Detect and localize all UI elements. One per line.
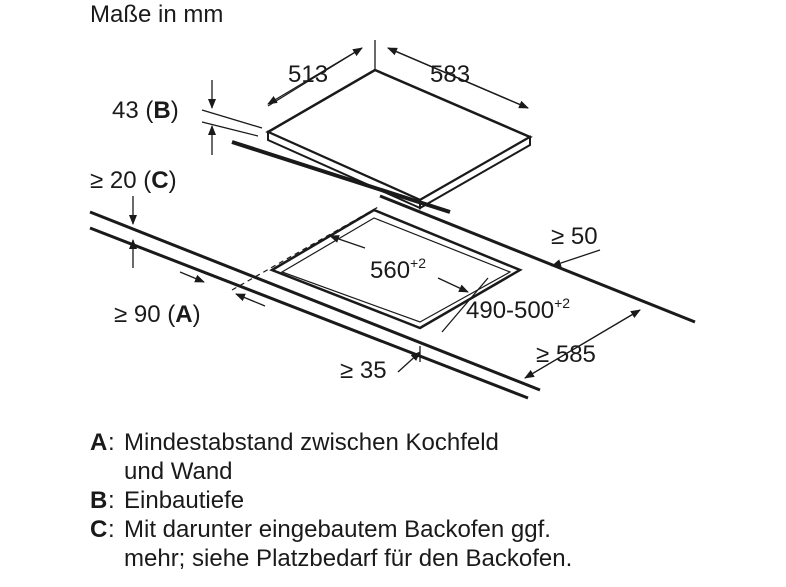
worktop-depth-dimension: [524, 309, 641, 379]
clearance-label: ≥ 20 (C): [90, 167, 177, 194]
legend-text-b: Einbautiefe: [124, 487, 245, 514]
legend-item-c: C: Mit darunter eingebautem Backofen ggf…: [90, 516, 551, 543]
cooktop-dimensions: [267, 40, 529, 109]
right-margin-dimension: [551, 249, 601, 267]
legend-key-c: C: [90, 516, 108, 543]
height-dimension: [201, 80, 263, 155]
worktop-depth-label: ≥ 585: [536, 341, 596, 368]
legend-text-c-1: Mit darunter eingebautem Backofen ggf.: [124, 516, 551, 543]
units-title: Maße in mm: [90, 1, 223, 28]
height-label: 43 (B): [112, 97, 179, 124]
legend-key-b: B: [90, 487, 108, 514]
front-margin-dimension: [397, 346, 421, 373]
cutout-depth-label: 490-500+2: [466, 295, 570, 324]
legend-item-b: B: Einbautiefe: [90, 487, 245, 514]
right-margin-label: ≥ 50: [551, 223, 598, 250]
installation-diagram: Maße in mm 513 583 43 (B): [89, 1, 696, 400]
cooktop: [231, 68, 533, 214]
wall-distance-label: ≥ 90 (A): [114, 301, 201, 328]
depth-label: 513: [288, 61, 328, 88]
wall-distance-dimension: [179, 271, 266, 307]
worktop: [89, 194, 696, 400]
legend-text-a-2: und Wand: [124, 458, 233, 485]
cutout-depth-dimension: [441, 277, 489, 333]
cutout-width-dimension: [329, 235, 469, 293]
legend-text-a-1: Mindestabstand zwischen Kochfeld: [124, 429, 499, 456]
legend: A: Mindestabstand zwischen Kochfeld und …: [90, 428, 572, 573]
cutout-width-label: 560+2: [370, 255, 426, 284]
legend-item-a: A: Mindestabstand zwischen Kochfeld: [90, 429, 499, 456]
legend-key-a: A: [90, 429, 108, 456]
legend-text-c-2: mehr; siehe Platzbedarf für den Backofen…: [124, 545, 573, 572]
cutout: [269, 208, 523, 330]
width-label: 583: [430, 61, 470, 88]
front-margin-label: ≥ 35: [340, 357, 387, 384]
